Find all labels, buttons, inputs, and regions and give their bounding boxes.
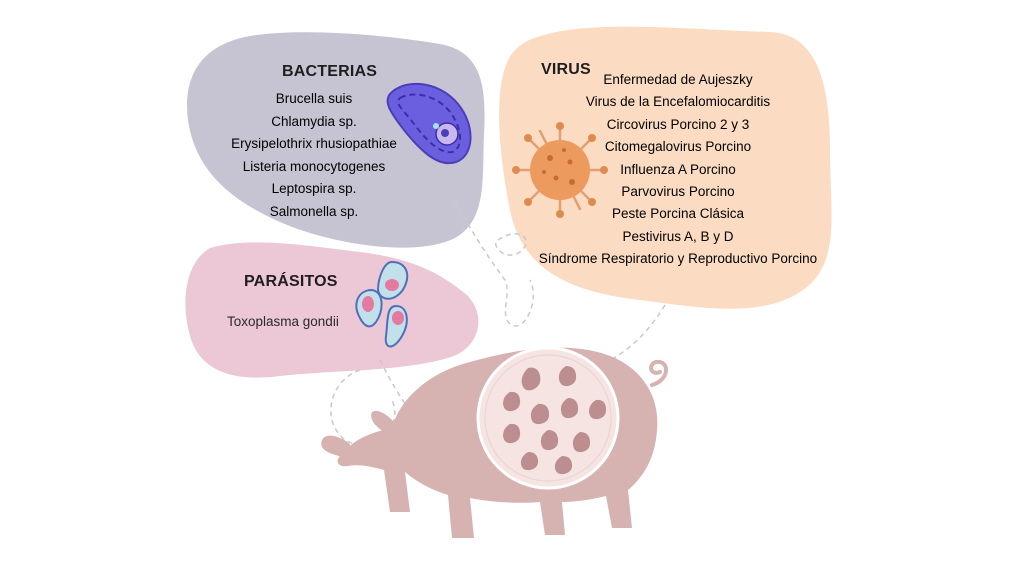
list-item: Leptospira sp. <box>271 181 357 196</box>
list-item: Listeria monocytogenes <box>242 158 386 174</box>
virus-title: VIRUS <box>541 61 591 78</box>
fetus-cluster-icon <box>503 366 607 475</box>
list-item: Chlamydia sp. <box>271 113 357 129</box>
list-item: Citomegalovirus Porcino <box>604 139 752 155</box>
list-item: Circovirus Porcino 2 y 3 <box>606 116 750 132</box>
pig-tail <box>649 359 668 387</box>
list-item: Peste Porcina Clásica <box>611 206 745 222</box>
list-item: Enfermedad de Aujeszky <box>603 72 753 87</box>
bacteria-list: Brucella suis Chlamydia sp. Erysipelothr… <box>222 88 406 223</box>
bacterium-icon <box>386 82 472 165</box>
list-item: Parvovirus Porcino <box>621 184 735 200</box>
virus-icon <box>512 122 608 218</box>
virus-list: Enfermedad de Aujeszky Virus de la Encef… <box>520 69 836 271</box>
list-item: Salmonella sp. <box>269 203 359 219</box>
list-item: Erysipelothrix rhusiopathiae <box>231 136 397 151</box>
toxoplasma-icon <box>355 260 409 348</box>
parasites-title: PARÁSITOS <box>244 273 338 290</box>
list-item: Influenza A Porcino <box>620 161 736 177</box>
list-item: Virus de la Encefalomiocarditis <box>585 94 771 110</box>
parasites-blob <box>185 242 479 378</box>
bacteria-title: BACTERIAS <box>282 63 378 80</box>
list-item: Pestivirus A, B y D <box>622 228 734 244</box>
list-item: Síndrome Respiratorio y Reproductivo Por… <box>538 251 818 267</box>
parasites-list-item: Toxoplasma gondii <box>227 314 339 329</box>
virus-blob <box>499 26 832 309</box>
womb-inset-outline <box>484 354 612 482</box>
list-item: Brucella suis <box>275 91 353 106</box>
